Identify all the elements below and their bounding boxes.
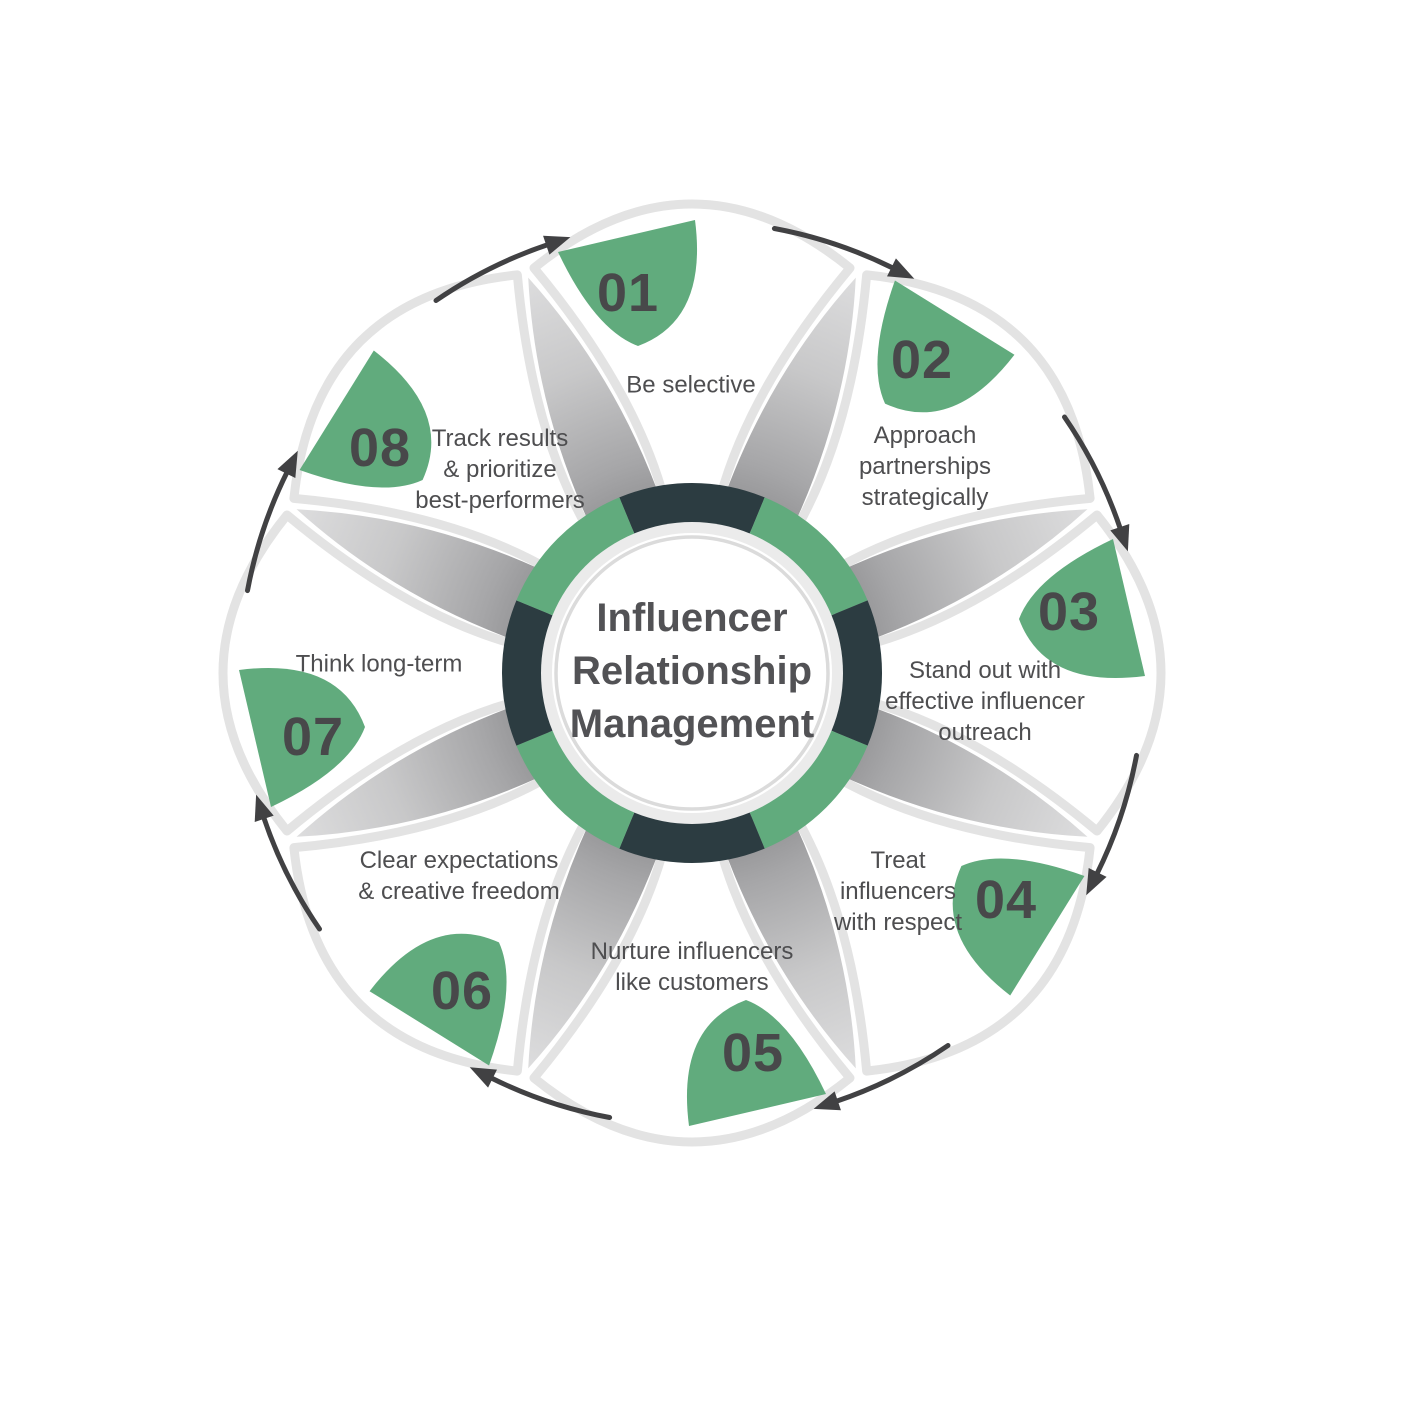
flow-arrow-2-to-3 (1062, 414, 1130, 552)
ring-segment-bottom-dark (619, 811, 765, 863)
ring-segment-left-dark (502, 600, 554, 746)
flow-arrow-3-to-4 (1086, 752, 1139, 896)
step-01-number: 01 (596, 263, 660, 323)
center-ring (502, 483, 882, 863)
step-05-label: Nurture influencers like customers (590, 937, 794, 996)
ring-segment-right-dark (830, 600, 882, 746)
flow-arrow-1-to-2 (771, 226, 915, 279)
step-07-label: Think long-term (295, 650, 463, 678)
ring-segment-topright-green (748, 497, 868, 617)
step-01-label: Be selective (626, 371, 756, 399)
step-05-number: 05 (721, 1023, 785, 1083)
flow-arrow-8-to-1 (433, 235, 571, 303)
step-06-label: Clear expectations & creative freedom (358, 846, 560, 905)
flow-arrow-6-to-7 (254, 794, 322, 932)
step-04-number: 04 (974, 870, 1038, 930)
ring-segment-bottomleft-green (516, 729, 636, 849)
center-disc-inner-line (554, 535, 830, 811)
step-03-number: 03 (1037, 582, 1101, 642)
center-disc-white (552, 533, 832, 813)
ring-segment-bottomright-green (748, 729, 868, 849)
step-03-label: Stand out with effective influencer outr… (885, 657, 1085, 747)
step-06-number: 06 (430, 961, 494, 1021)
flow-arrow-5-to-6 (469, 1067, 613, 1120)
flow-arrows (245, 226, 1139, 1120)
step-07-number: 07 (281, 707, 345, 767)
step-08-number: 08 (348, 418, 412, 478)
step-02-number: 02 (890, 330, 954, 390)
flow-arrow-7-to-8 (245, 450, 298, 594)
ring-segment-topleft-green (516, 497, 636, 617)
step-04-label: Treat influencers with respect (833, 847, 963, 937)
ring-segment-top-dark (619, 483, 765, 535)
step-08-label: Track results & prioritize best-performe… (415, 425, 585, 515)
step-02-label: Approach partnerships strategically (858, 422, 992, 512)
diagram-title: Influencer Relationship Management (569, 596, 815, 747)
flow-arrow-4-to-5 (813, 1043, 951, 1111)
